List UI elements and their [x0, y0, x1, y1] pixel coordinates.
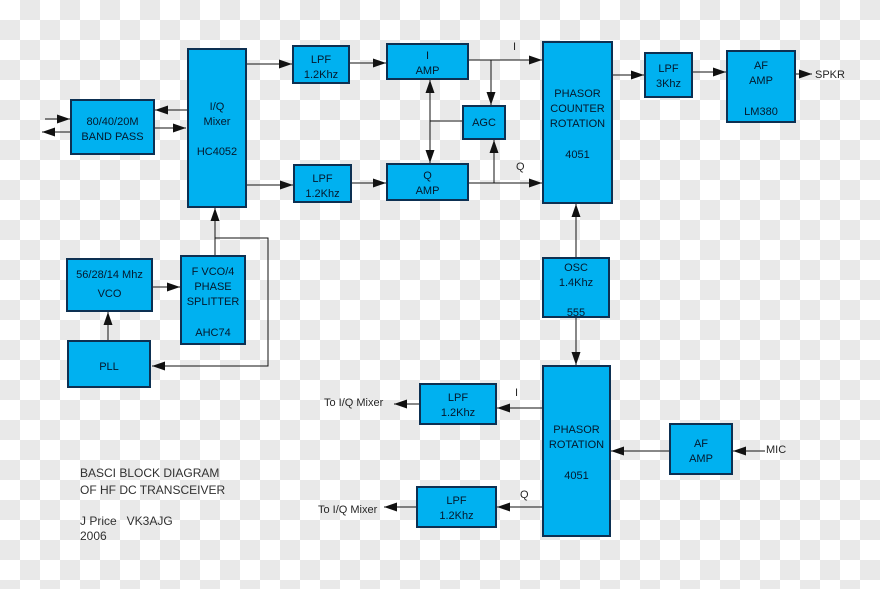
caption-year: 2006 — [80, 529, 107, 543]
vco-block: 56/28/14 Mhz VCO — [66, 258, 153, 312]
lpf-tx-i-label-2: 1.2Khz — [440, 407, 476, 419]
lpf-rx-q-label-1: LPF — [312, 173, 333, 185]
wire-label-to-iq-mixer-2: To I/Q Mixer — [318, 504, 378, 516]
osc-part-number: 555 — [566, 307, 586, 319]
phase-splitter-label-2: PHASE — [194, 281, 232, 293]
lpf-tx-q-label-2: 1.2Khz — [439, 510, 474, 522]
af-amp-rx-label-2: AMP — [749, 75, 773, 87]
iq-mixer-label-1: I/Q — [209, 101, 225, 113]
band-pass-filter-block: 80/40/20M BAND PASS — [70, 99, 155, 155]
agc-block: AGC — [462, 105, 506, 140]
phasor-rotation-block: PHASOR ROTATION 4051 — [542, 365, 611, 537]
i-amp-label-1: I — [425, 50, 430, 62]
lpf-rx-q-label-2: 1.2Khz — [305, 188, 340, 200]
wire-feedback-to-pll — [152, 237, 269, 371]
af-amp-rx-part-number: LM380 — [744, 106, 778, 118]
phasor-counter-label-1: PHASOR — [554, 88, 601, 100]
lpf-rx-i-label-2: 1.2Khz — [303, 69, 339, 81]
lpf-tx-i-label-1: LPF — [447, 392, 469, 404]
lpf-tx-i-block: LPF 1.2Khz — [419, 383, 497, 425]
vco-label-2: VCO — [97, 288, 122, 300]
osc-label-1: OSC — [564, 262, 588, 274]
wire-label-mic: MIC — [766, 444, 787, 456]
phasor-counter-label-3: ROTATION — [549, 118, 606, 130]
caption-title-line-1: BASCI BLOCK DIAGRAM — [80, 466, 220, 480]
q-amp-label-2: AMP — [415, 185, 440, 197]
vco-label-1: 56/28/14 Mhz — [76, 269, 143, 281]
af-amp-tx-label-2: AMP — [689, 453, 713, 465]
i-amp-label-2: AMP — [415, 65, 440, 77]
wire-label-q-tx: Q — [520, 489, 529, 501]
phase-splitter-part-number: AHC74 — [195, 327, 231, 339]
caption-author: J Price VK3AJG — [80, 514, 173, 528]
lpf-rx-i-label-1: LPF — [310, 54, 332, 66]
caption-title-line-2: OF HF DC TRANSCEIVER — [80, 483, 226, 497]
phasor-rotation-label-2: ROTATION — [548, 439, 605, 451]
q-amp-label-1: Q — [423, 170, 432, 182]
phasor-counter-part-number: 4051 — [565, 149, 590, 161]
af-amp-tx-label-1: AF — [693, 438, 709, 450]
wire-label-q-rx: Q — [516, 161, 525, 173]
phasor-counter-label-2: COUNTER — [550, 103, 605, 115]
phasor-rotation-part-number: 4051 — [564, 470, 589, 482]
i-amp-block: I AMP — [386, 43, 469, 80]
pll-label: PLL — [99, 361, 119, 373]
phase-splitter-block: F VCO/4 PHASE SPLITTER AHC74 — [180, 255, 246, 345]
wire-label-i-rx: I — [513, 41, 517, 53]
lpf-3khz-label-1: LPF — [658, 63, 679, 75]
osc-label-2: 1.4Khz — [558, 277, 594, 289]
lpf-tx-q-block: LPF 1.2Khz — [416, 486, 497, 528]
q-amp-block: Q AMP — [386, 163, 469, 201]
iq-mixer-label-2: Mixer — [203, 116, 231, 128]
phasor-counter-rotation-block: PHASOR COUNTER ROTATION 4051 — [542, 41, 613, 204]
lpf-tx-q-label-1: LPF — [446, 495, 467, 507]
iq-mixer-block: I/Q Mixer HC4052 — [187, 48, 247, 208]
af-amp-rx-label-1: AF — [753, 60, 769, 72]
af-amp-tx-block: AF AMP — [669, 423, 733, 475]
lpf-rx-q-block: LPF 1.2Khz — [293, 164, 352, 203]
phase-splitter-label-1: F VCO/4 — [191, 266, 235, 278]
phase-splitter-label-3: SPLITTER — [186, 296, 240, 308]
iq-mixer-part-number: HC4052 — [196, 146, 238, 158]
band-pass-label-1: 80/40/20M — [86, 116, 139, 128]
wire-label-to-iq-mixer-1: To I/Q Mixer — [324, 397, 384, 409]
band-pass-label-2: BAND PASS — [81, 131, 144, 143]
lpf-rx-i-block: LPF 1.2Khz — [292, 45, 350, 84]
agc-label: AGC — [472, 117, 496, 129]
wire-label-i-tx: I — [515, 387, 519, 399]
wire-label-spkr: SPKR — [815, 69, 845, 81]
pll-block: PLL — [67, 340, 151, 388]
af-amp-rx-block: AF AMP LM380 — [726, 50, 796, 123]
phasor-rotation-label-1: PHASOR — [553, 424, 600, 436]
lpf-3khz-label-2: 3Khz — [655, 78, 682, 90]
lpf-3khz-block: LPF 3Khz — [644, 52, 693, 98]
osc-block: OSC 1.4Khz 555 — [542, 257, 610, 319]
